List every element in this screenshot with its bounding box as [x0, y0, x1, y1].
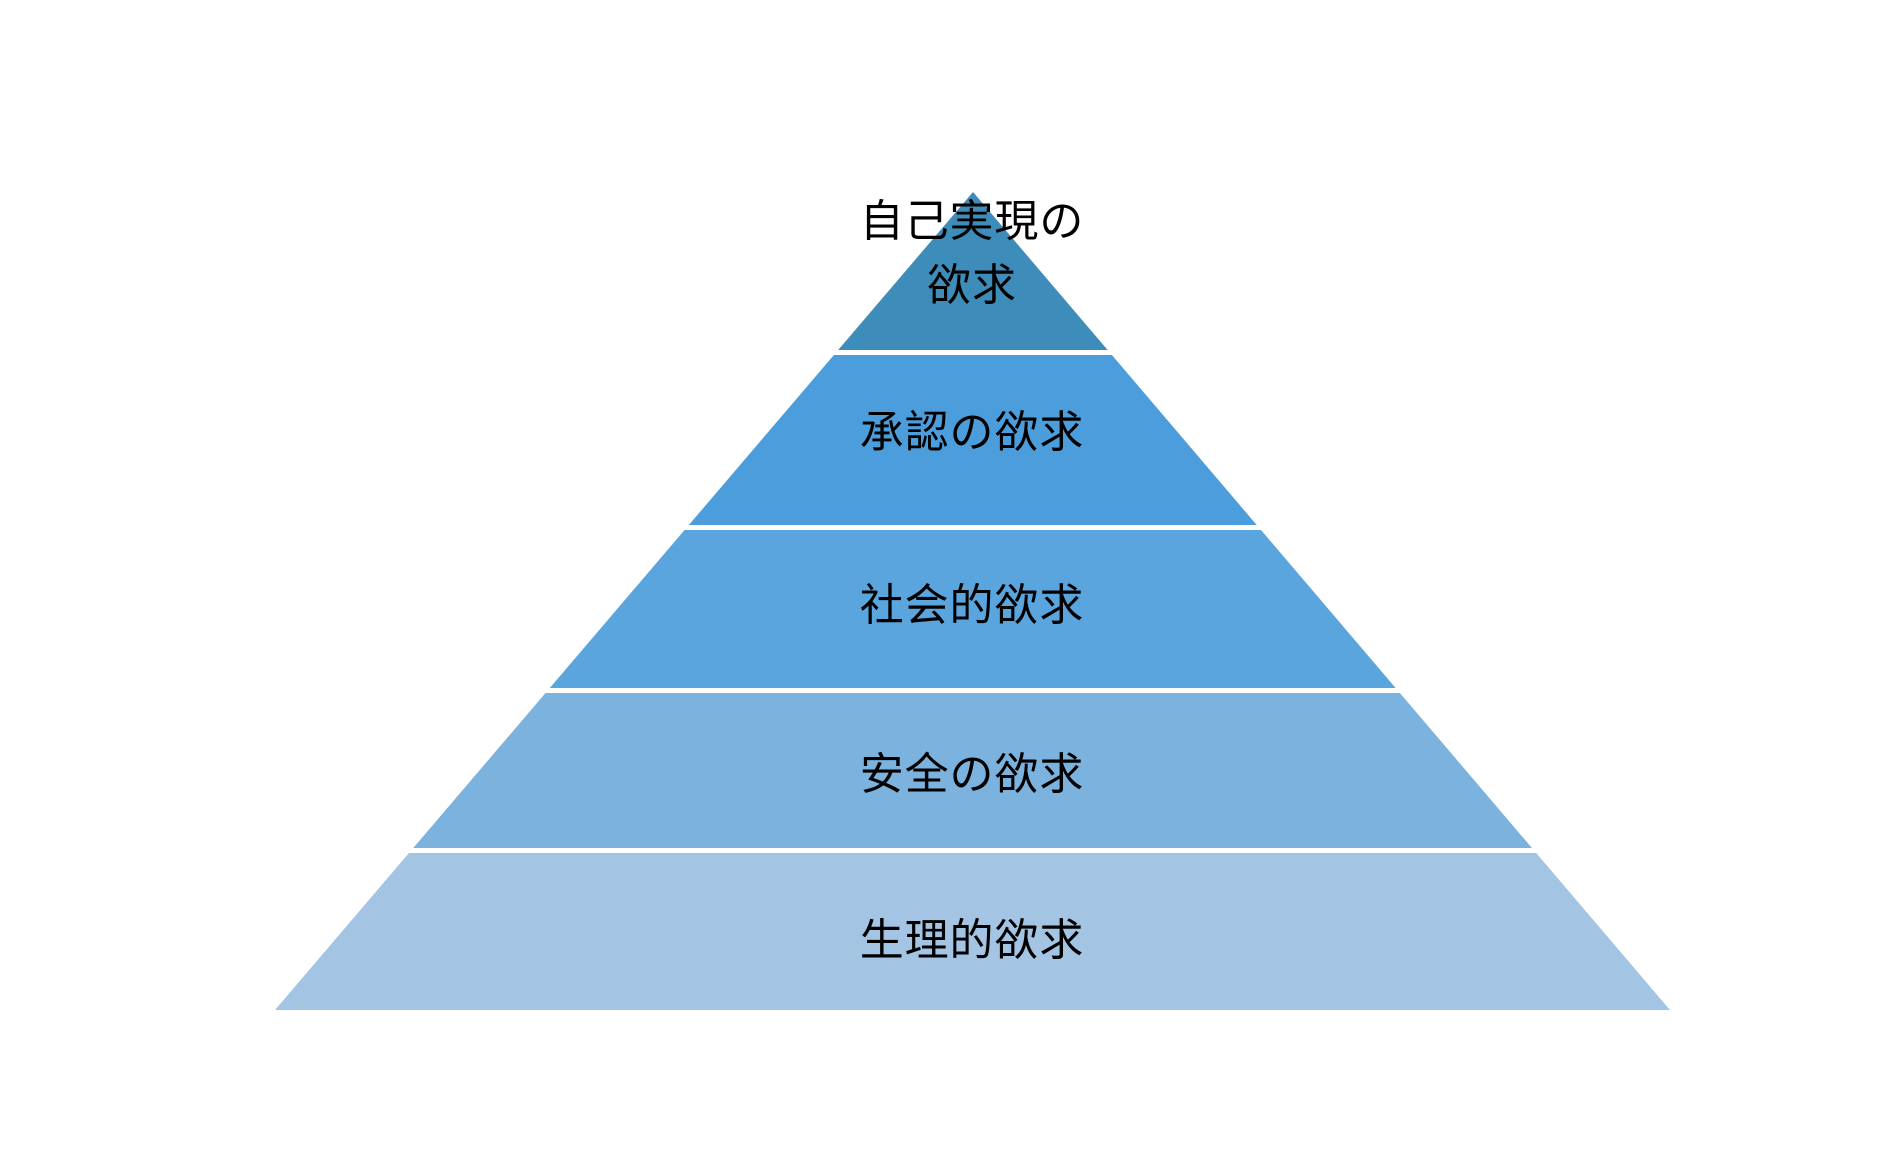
pyramid-level-3-shape[interactable]	[549, 530, 1396, 688]
pyramid-level-4-shape[interactable]	[413, 693, 1532, 848]
pyramid-level-2-shape[interactable]	[688, 355, 1257, 525]
pyramid-level-5-shape[interactable]	[275, 853, 1670, 1010]
pyramid-level-1-shape[interactable]	[838, 192, 1108, 350]
